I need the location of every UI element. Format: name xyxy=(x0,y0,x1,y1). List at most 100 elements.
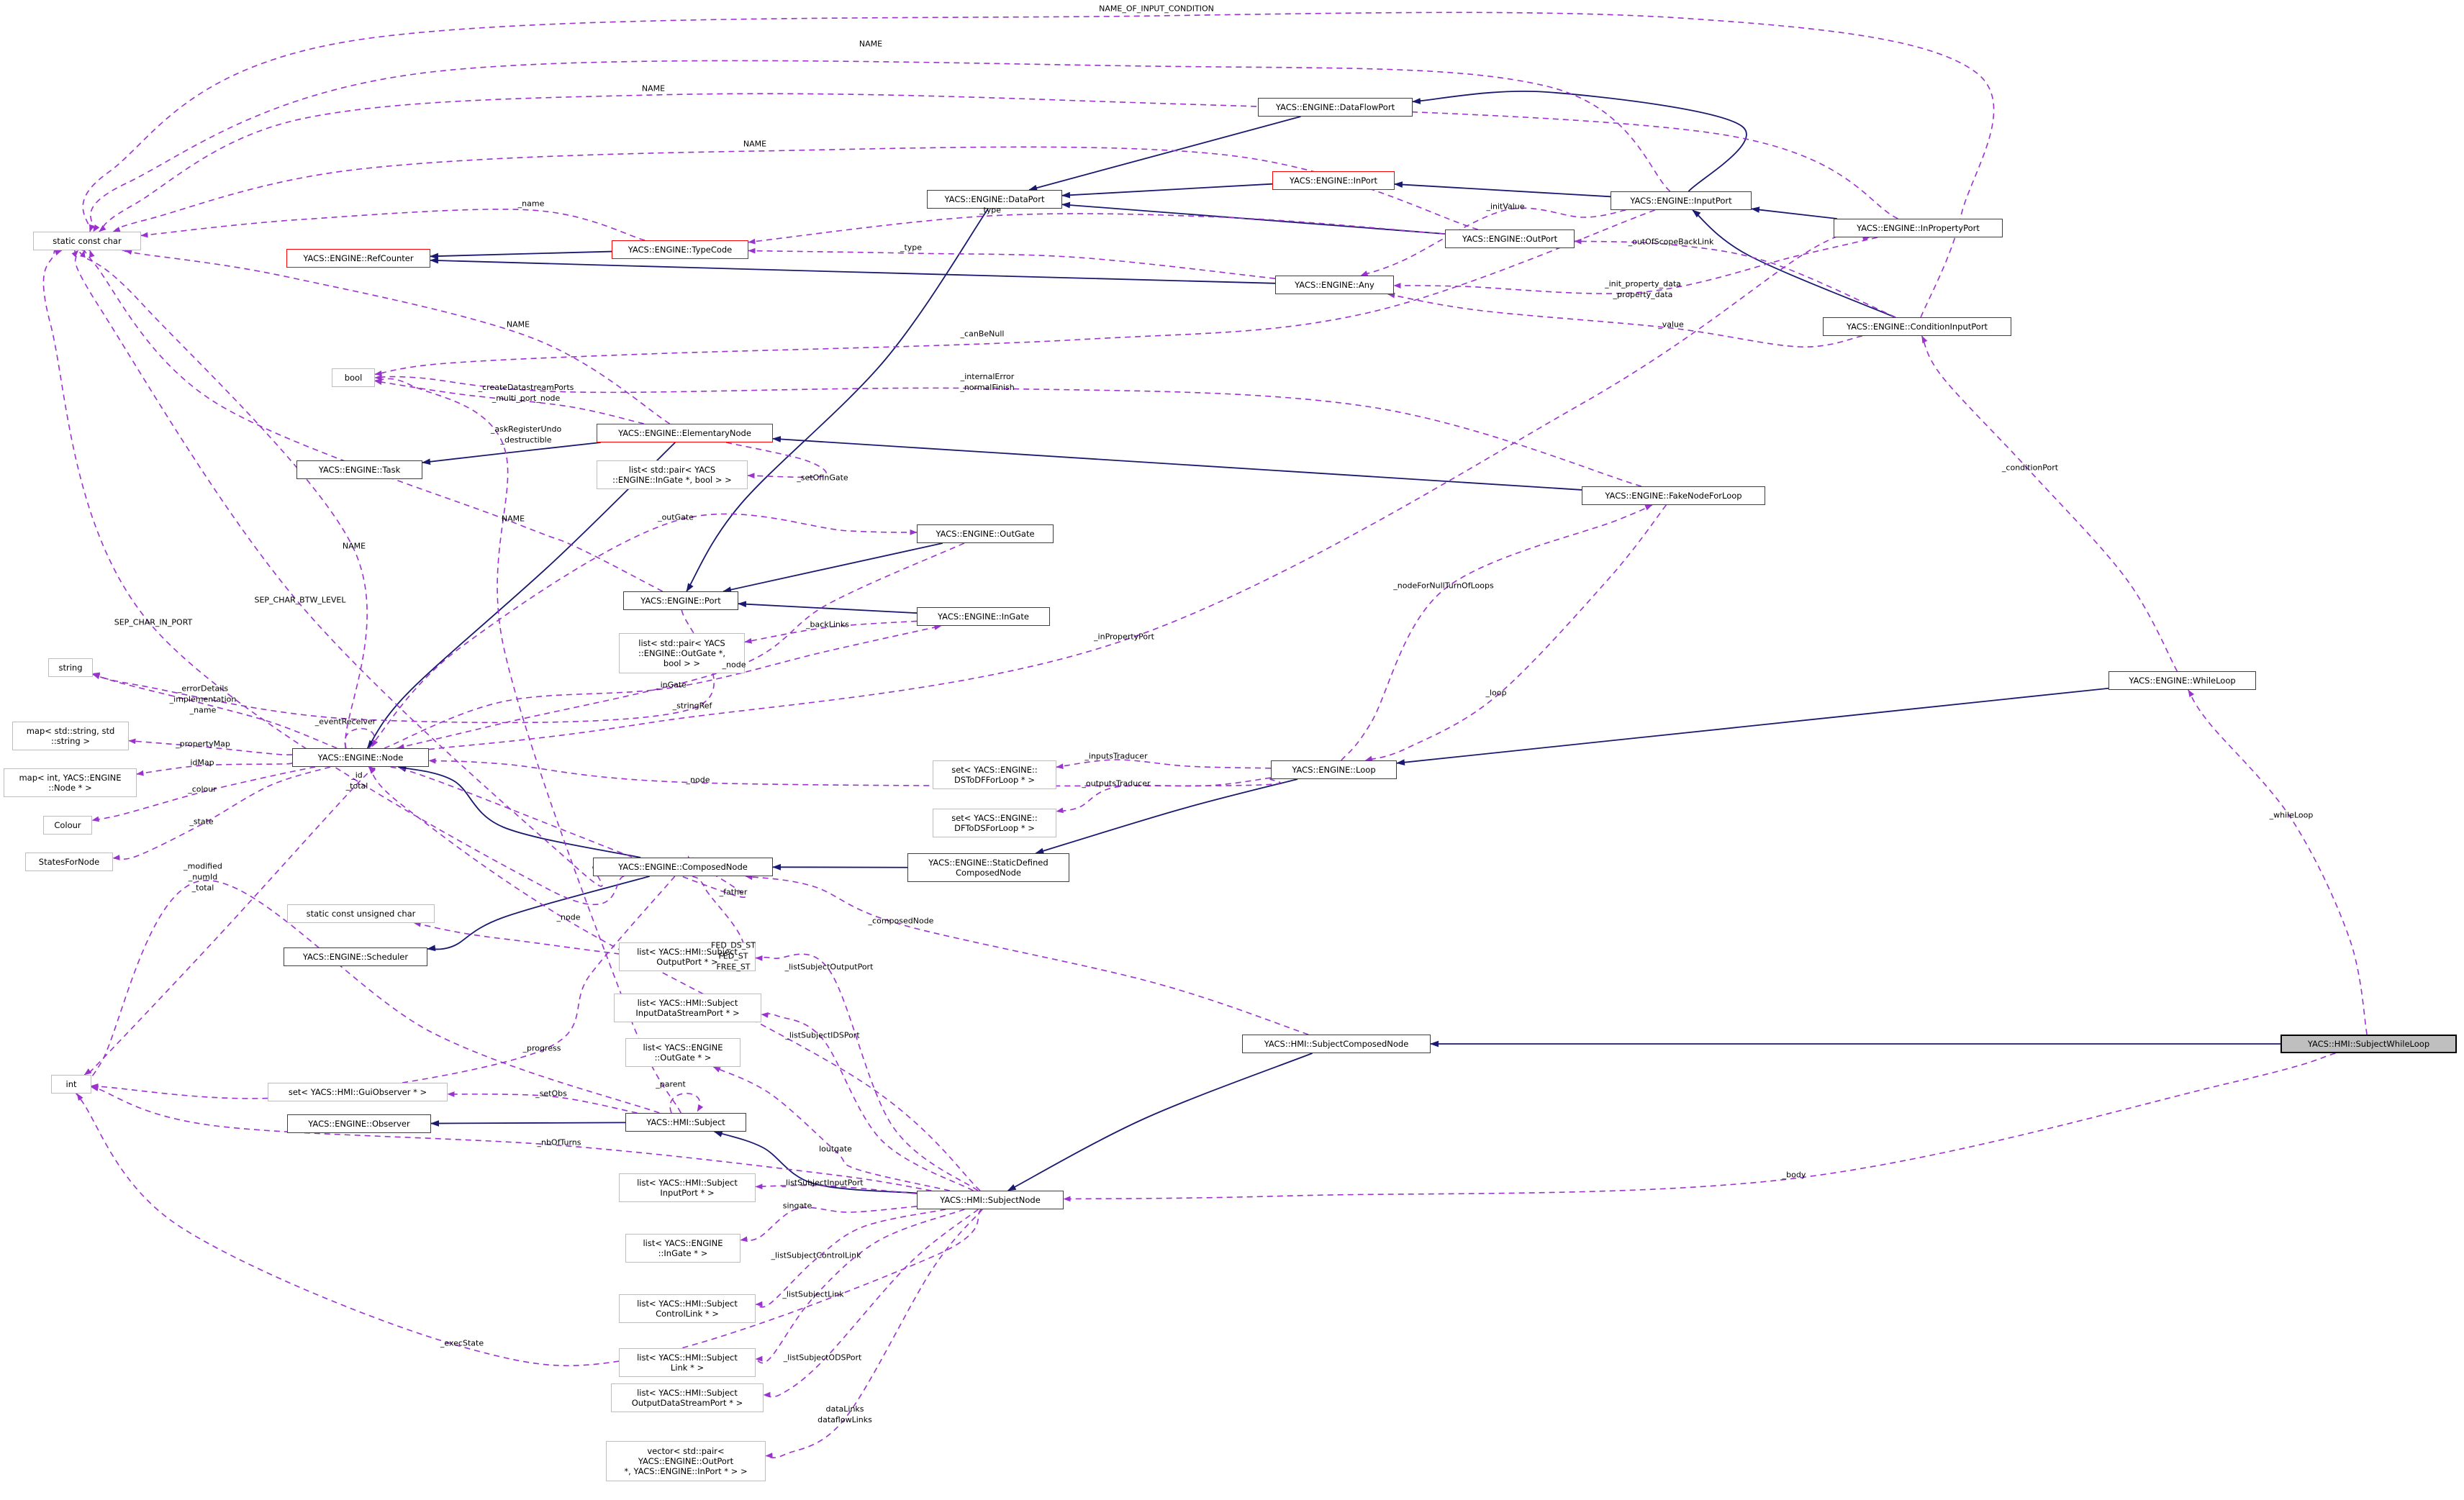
usage-edge-fakenodeforloop-to-bool xyxy=(374,375,1642,487)
class-node-composednode[interactable]: YACS::ENGINE::ComposedNode xyxy=(593,858,773,876)
usage-edge-loop-to-node xyxy=(428,758,1281,787)
class-node-subjectnode[interactable]: YACS::HMI::SubjectNode xyxy=(917,1191,1064,1209)
usage-edge-subjectcomposednode-to-composednode xyxy=(745,874,1309,1035)
inheritance-edge-elementarynode-to-task xyxy=(422,442,601,465)
usage-edge-loop-to-fakenodeforloop xyxy=(1341,504,1653,761)
class-node-fakenodeforloop[interactable]: YACS::ENGINE::FakeNodeForLoop xyxy=(1582,486,1765,505)
class-node-subjectcomposednode[interactable]: YACS::HMI::SubjectComposedNode xyxy=(1242,1035,1431,1053)
class-node-list-sodsp: list< YACS::HMI::Subject OutputDataStrea… xyxy=(611,1383,764,1412)
usage-edge-loop-to-set_dftods xyxy=(1056,777,1272,814)
inheritance-edge-inputport-to-inport xyxy=(1394,181,1611,198)
usage-edge-composednode-to-scc xyxy=(42,246,625,906)
usage-edge-node-to-map_in xyxy=(136,762,293,776)
usage-edge-whileloop-to-conditioninputport xyxy=(1921,335,2178,672)
usage-edge-outport-to-scc xyxy=(112,146,1479,232)
class-node-typecode[interactable]: YACS::ENGINE::TypeCode xyxy=(612,240,748,259)
inheritance-edge-subject-to-observer xyxy=(430,1120,626,1127)
usage-edge-subjectnode-to-node xyxy=(368,766,981,1191)
usage-edge-node-to-colour xyxy=(91,766,316,822)
usage-edge-subjectnode-to-list_ig xyxy=(740,1206,918,1242)
class-node-list-sop: list< YACS::HMI::Subject OutputPort * > xyxy=(619,942,756,971)
class-node-map-ss: map< std::string, std ::string > xyxy=(12,722,129,750)
class-node-bool: bool xyxy=(332,368,375,387)
inheritance-edge-ingate-to-port xyxy=(738,601,918,614)
class-node-list-og: list< YACS::ENGINE ::OutGate * > xyxy=(625,1038,740,1067)
class-node-list-sidsp: list< YACS::HMI::Subject InputDataStream… xyxy=(614,994,761,1022)
class-node-dataflowport[interactable]: YACS::ENGINE::DataFlowPort xyxy=(1258,98,1413,117)
usage-edge-inputport-to-scc xyxy=(90,60,1671,232)
class-node-list-ig: list< YACS::ENGINE ::InGate * > xyxy=(625,1234,740,1263)
inheritance-edge-inpropertyport-to-inputport xyxy=(1751,206,1837,219)
class-node-scuc: static const unsigned char xyxy=(287,904,435,923)
usage-edge-node-to-statesfornode xyxy=(112,766,331,860)
class-node-conditioninputport[interactable]: YACS::ENGINE::ConditionInputPort xyxy=(1823,317,2011,336)
class-node-set-gui: set< YACS::HMI::GuiObserver * > xyxy=(268,1083,448,1101)
inheritance-edge-conditioninputport-to-inputport xyxy=(1692,209,1895,318)
usage-edge-outport-to-typecode xyxy=(748,213,1446,245)
class-node-whileloop[interactable]: YACS::ENGINE::WhileLoop xyxy=(2109,671,2256,690)
class-node-ingate[interactable]: YACS::ENGINE::InGate xyxy=(917,607,1050,626)
usage-edge-node-to-ingate xyxy=(384,624,942,749)
inheritance-edge-dataflowport-to-dataport xyxy=(1028,116,1301,191)
class-node-list-ingate-bool: list< std::pair< YACS ::ENGINE::InGate *… xyxy=(597,460,748,489)
class-node-refcounter[interactable]: YACS::ENGINE::RefCounter xyxy=(286,249,430,268)
usage-edge-node-to-string xyxy=(92,673,338,749)
inheritance-edge-inport-to-dataport xyxy=(1061,183,1273,199)
class-node-loop[interactable]: YACS::ENGINE::Loop xyxy=(1271,760,1397,779)
inheritance-edge-any-to-refcounter xyxy=(430,257,1276,284)
usage-edge-subjectnode-to-list_sop xyxy=(755,953,979,1191)
class-node-outgate[interactable]: YACS::ENGINE::OutGate xyxy=(917,524,1054,543)
class-node-inpropertyport[interactable]: YACS::ENGINE::InPropertyPort xyxy=(1834,219,2003,237)
usage-edge-subjectnode-to-list_og xyxy=(713,1066,950,1191)
inheritance-edge-typecode-to-refcounter xyxy=(430,250,612,260)
class-node-list-outgate-bool: list< std::pair< YACS ::ENGINE::OutGate … xyxy=(619,633,745,673)
class-node-subjectwhileloop[interactable]: YACS::HMI::SubjectWhileLoop xyxy=(2280,1035,2457,1053)
usage-edge-node-to-map_ss xyxy=(128,738,293,755)
class-node-scc: static const char xyxy=(33,232,141,250)
class-node-port[interactable]: YACS::ENGINE::Port xyxy=(623,591,738,610)
class-node-statesfornode: StatesForNode xyxy=(25,853,113,871)
usage-edge-any-to-typecode xyxy=(748,247,1276,279)
class-node-outport[interactable]: YACS::ENGINE::OutPort xyxy=(1445,229,1575,248)
usage-edge-subject-to-int xyxy=(83,880,660,1114)
usage-edge-elementarynode-to-list_ingate_bool xyxy=(725,442,828,479)
inheritance-edge-outgate-to-port xyxy=(723,542,943,593)
class-node-int: int xyxy=(51,1075,91,1094)
class-node-inport[interactable]: YACS::ENGINE::InPort xyxy=(1272,171,1395,190)
usage-edge-node-to-inpropertyport xyxy=(428,232,1870,750)
usage-edge-subjectnode-to-list_sl xyxy=(755,1209,965,1364)
class-node-elementarynode[interactable]: YACS::ENGINE::ElementaryNode xyxy=(597,424,773,442)
usage-edge-node-to-outgate xyxy=(368,513,918,749)
class-node-node[interactable]: YACS::ENGINE::Node xyxy=(292,748,429,767)
usage-edge-subjectnode-to-list_scl xyxy=(755,1209,946,1308)
class-node-scheduler[interactable]: YACS::ENGINE::Scheduler xyxy=(284,947,427,966)
usage-edge-subjectwhileloop-to-whileloop xyxy=(2188,689,2368,1035)
class-node-dataport[interactable]: YACS::ENGINE::DataPort xyxy=(927,190,1062,209)
usage-edge-conditioninputport-to-any xyxy=(1387,292,1862,347)
class-node-inputport[interactable]: YACS::ENGINE::InputPort xyxy=(1611,191,1752,210)
class-node-list-scl: list< YACS::HMI::Subject ControlLink * > xyxy=(619,1294,756,1323)
usage-edge-subject-to-set_gui xyxy=(447,1091,638,1114)
inheritance-edge-subjectcomposednode-to-subjectnode xyxy=(1007,1053,1313,1191)
class-node-set-dftods: set< YACS::ENGINE:: DFToDSForLoop * > xyxy=(933,809,1056,837)
usage-edge-conditioninputport-to-outport xyxy=(1574,238,1896,318)
usage-edge-loop-to-set_dstodf xyxy=(1056,759,1272,770)
class-node-subject[interactable]: YACS::HMI::Subject xyxy=(625,1113,746,1132)
class-node-list-sip: list< YACS::HMI::Subject InputPort * > xyxy=(619,1173,756,1202)
class-node-map-in: map< int, YACS::ENGINE ::Node * > xyxy=(4,768,137,797)
usage-edge-conditioninputport-to-scc xyxy=(82,12,1995,318)
usage-edge-ingate-to-list_outgate_bool xyxy=(744,620,918,644)
usage-edge-composednode-to-scc xyxy=(71,247,603,887)
inheritance-edge-inputport-to-dataflowport xyxy=(1412,90,1747,192)
class-node-any[interactable]: YACS::ENGINE::Any xyxy=(1275,276,1394,294)
usage-edge-typecode-to-scc xyxy=(140,209,646,241)
usage-edge-inpropertyport-to-any xyxy=(1393,237,1878,294)
usage-edge-elementarynode-to-scc xyxy=(120,249,671,424)
class-node-staticdefined[interactable]: YACS::ENGINE::StaticDefined ComposedNode xyxy=(907,853,1069,882)
usage-edge-port-to-string xyxy=(92,609,715,724)
class-node-colour: Colour xyxy=(43,816,92,835)
class-node-vector-pair: vector< std::pair< YACS::ENGINE::OutPort… xyxy=(606,1441,766,1481)
class-node-observer[interactable]: YACS::ENGINE::Observer xyxy=(287,1114,431,1133)
class-node-task[interactable]: YACS::ENGINE::Task xyxy=(296,460,422,479)
